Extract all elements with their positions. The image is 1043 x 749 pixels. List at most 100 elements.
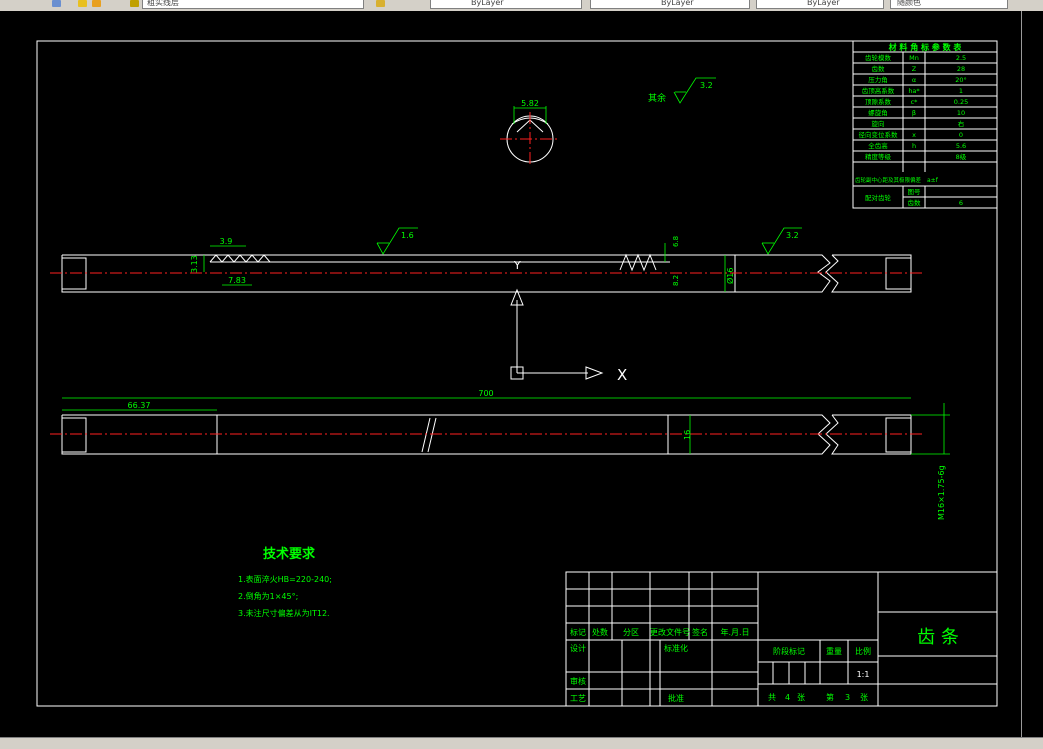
- tech-req-item-2: 2.倒角为1×45°;: [238, 591, 298, 601]
- ucs-x-label: X: [617, 366, 627, 384]
- technical-requirements: 技术要求 1.表面淬火HB=220-240; 2.倒角为1×45°; 3.未注尺…: [238, 546, 332, 618]
- param-sym-cell: h: [912, 142, 916, 150]
- tb-scale-value: 1:1: [857, 670, 870, 679]
- param-sym-cell: ha*: [908, 87, 920, 95]
- param-sym-cell: c*: [911, 98, 919, 106]
- param-name-cell: 压力角: [868, 75, 888, 84]
- title-block: 标记 处数 分区 更改文件号 签名 年.月.日 设计 标准化 审核 工艺 批准 …: [565, 571, 998, 707]
- param-sym-cell: Mn: [909, 54, 919, 62]
- ucs-y-label: Y: [513, 259, 521, 272]
- tb-sheet: 张: [797, 693, 805, 702]
- tb-date: 年.月.日: [720, 627, 749, 637]
- front-right-top-dim: 6.8: [672, 236, 680, 247]
- front-height-dim: 3.13: [190, 255, 199, 273]
- param-name-cell: 齿顶高系数: [862, 86, 895, 95]
- param-sym-cell: Z: [912, 65, 917, 73]
- color-dropdown[interactable]: ByLayer: [430, 0, 582, 9]
- front-right-mid-dim: 8.2: [672, 275, 680, 286]
- param-ad-label: 齿轮副中心距及其极限偏差: [855, 176, 922, 184]
- right-finish-value: 3.2: [786, 231, 799, 240]
- param-name-cell: 齿轮模数: [865, 53, 892, 62]
- tb-zone: 分区: [623, 628, 639, 637]
- param-table-title: 材 料 角 标 参 数 表: [889, 42, 963, 52]
- teeth-finish-value: 1.6: [401, 231, 414, 240]
- mate-teeth-value: 6: [959, 199, 963, 207]
- mate-teeth-label: 齿数: [908, 198, 922, 207]
- param-name-cell: 径向变位系数: [859, 130, 899, 139]
- param-val-cell: 20°: [955, 76, 967, 84]
- param-val-cell: 28: [957, 65, 965, 73]
- param-sym-cell: β: [912, 109, 916, 117]
- param-name-cell: 精度等级: [865, 152, 892, 161]
- param-val-cell: 10: [957, 109, 965, 117]
- part-name: 齿 条: [917, 627, 959, 648]
- tb-weight: 重量: [826, 646, 842, 656]
- tb-page-value: 3: [845, 693, 850, 702]
- tb-review: 审核: [570, 676, 586, 686]
- bottom-thread-dim: M16×1.75-6g: [937, 465, 946, 520]
- tb-page: 第: [826, 692, 834, 702]
- front-pitch-dim: 3.9: [220, 237, 233, 246]
- rest-value: 3.2: [700, 81, 713, 90]
- param-val-cell: 5.6: [956, 142, 966, 150]
- bottom-dia-dim: 16: [683, 430, 692, 440]
- front-view: 3.9 3.13 7.83 6.8 8.2 Ø16 1.6 3.2 Y X: [50, 227, 925, 384]
- layer-state-icon[interactable]: [52, 0, 61, 7]
- param-name-cell: 齿数: [872, 64, 886, 73]
- bulb-icon[interactable]: [78, 0, 87, 7]
- drawing-canvas[interactable]: 材 料 角 标 参 数 表 齿轮模数 Mn 2.5 齿数 Z 28 压力角 α 20° 齿顶高系数…: [0, 11, 1043, 737]
- front-diameter-dim: Ø16: [725, 268, 735, 284]
- mate-gear-label: 配对齿轮: [865, 193, 892, 202]
- plotstyle-dropdown[interactable]: 随颜色: [890, 0, 1008, 9]
- tb-total-value: 4: [785, 693, 790, 702]
- param-sym-cell: x: [912, 131, 916, 139]
- param-val-cell: 1: [959, 87, 963, 95]
- bottom-view: 700 66.37 16 M16×1.75-6g: [50, 389, 950, 520]
- lineweight-dropdown[interactable]: ByLayer: [756, 0, 884, 9]
- bottom-total-dim: 700: [478, 389, 493, 398]
- tech-req-item-1: 1.表面淬火HB=220-240;: [238, 574, 332, 584]
- param-val-cell: 0: [959, 131, 963, 139]
- front-span-dim: 7.83: [228, 276, 246, 285]
- rest-label: 其余: [648, 92, 666, 104]
- vertical-scrollbar[interactable]: [1021, 11, 1043, 737]
- param-val-cell: 8级: [956, 152, 967, 161]
- layer-dropdown[interactable]: 粗实线层: [142, 0, 364, 9]
- param-name-cell: 螺旋角: [868, 108, 888, 117]
- param-val-cell: 2.5: [956, 54, 966, 62]
- horizontal-scrollbar[interactable]: [0, 737, 1043, 749]
- tech-req-item-3: 3.未注尺寸偏差从为IT12.: [238, 608, 330, 618]
- tb-doc-no: 更改文件号: [650, 627, 690, 637]
- section-view: 5.82: [500, 99, 560, 166]
- tb-design: 设计: [570, 643, 586, 653]
- mate-drawing-no-label: 图号: [908, 188, 922, 196]
- tb-mark: 标记: [570, 627, 586, 637]
- property-toolbar: 粗实线层 ByLayer ByLayer ByLayer 随颜色: [0, 0, 1043, 12]
- sun-icon[interactable]: [92, 0, 101, 7]
- surface-finish-rest: 其余 3.2: [648, 77, 716, 104]
- tb-page-unit: 张: [860, 693, 868, 702]
- param-val-cell: 右: [958, 119, 965, 128]
- drawing-border: [36, 40, 998, 707]
- tb-approve: 批准: [668, 693, 684, 703]
- tb-scale: 比例: [855, 646, 871, 656]
- param-val-cell: 0.25: [954, 98, 968, 106]
- tb-process: 工艺: [570, 694, 586, 703]
- section-width-dim: 5.82: [521, 99, 539, 108]
- tech-req-title: 技术要求: [263, 546, 316, 562]
- param-sym-cell: α: [912, 76, 916, 84]
- parameter-table: 材 料 角 标 参 数 表 齿轮模数 Mn 2.5 齿数 Z 28 压力角 α 20° 齿顶高系数…: [852, 40, 998, 209]
- param-name-cell: 旋向: [872, 119, 885, 128]
- param-name-cell: 全齿高: [868, 141, 888, 150]
- tb-sign: 签名: [692, 627, 708, 637]
- tb-total: 共: [768, 693, 776, 702]
- tb-stage-mark: 阶段标记: [773, 646, 805, 656]
- lock-icon[interactable]: [130, 0, 139, 7]
- param-name-cell: 顶隙系数: [865, 97, 892, 106]
- param-ad-sym: a±f: [927, 177, 939, 184]
- linetype-dropdown[interactable]: ByLayer: [590, 0, 750, 9]
- make-current-icon[interactable]: [376, 0, 385, 7]
- tb-standard: 标准化: [664, 643, 688, 653]
- bottom-left-dim: 66.37: [128, 401, 151, 410]
- tb-count: 处数: [592, 627, 608, 637]
